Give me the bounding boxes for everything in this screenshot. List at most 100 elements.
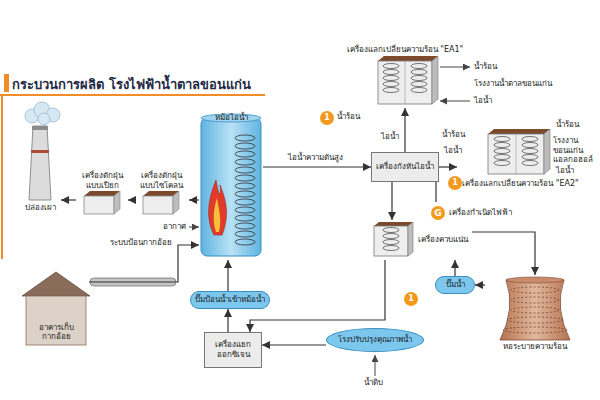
node-text: โรงปรับปรุงคุณภาพน้ำ <box>338 335 412 345</box>
exchanger-coil <box>411 76 427 81</box>
chimney <box>29 126 51 200</box>
flow-connector <box>189 199 199 200</box>
node-text: เครื่องกำเนิดไฟฟ้า <box>449 208 512 218</box>
flow-connector <box>263 166 371 167</box>
feed-pump-node: ปั๊มป้อนน้ำเข้าหม้อน้ำ <box>190 291 270 309</box>
exchanger-coil <box>383 70 399 75</box>
flow-label: ไอน้ำ <box>444 146 462 156</box>
factory-label: โรงงานขอนแก่น แอลกอฮอล์ <box>553 136 597 165</box>
exchanger-coil <box>522 161 538 166</box>
turbine-node: เครื่องกังหันไอน้ำ <box>371 152 439 182</box>
generator-node: G เครื่องกำเนิดไฟฟ้า <box>427 202 523 224</box>
flow-connector <box>435 182 436 202</box>
flow-connector <box>61 199 76 200</box>
chimney-node: ปล่องเผา <box>20 120 61 216</box>
boiler-coil <box>235 175 255 181</box>
boiler-coil <box>235 135 255 141</box>
exchanger-coil <box>411 82 427 87</box>
factory-label: โรงงานน้ำตาลขอนแก่น <box>474 79 552 89</box>
wet-scrubber <box>84 191 120 214</box>
exchanger-coil <box>522 137 538 142</box>
boiler-coil <box>235 143 255 149</box>
boiler-coil <box>235 223 255 229</box>
exchanger-coil <box>383 228 399 233</box>
node-text: เครื่องดักฝุ่น แบบไซโคลน <box>138 171 184 190</box>
flow-connector <box>475 284 485 285</box>
exchanger-coil <box>383 76 399 81</box>
flow-label: ไอน้ำความดันสูง <box>286 153 345 163</box>
condenser-unit <box>374 222 413 256</box>
flow-connector <box>250 260 385 332</box>
title-bar <box>0 74 265 259</box>
flow-label: ระบบป้อนกากอ้อย <box>108 238 174 248</box>
generator-symbol: G <box>431 206 445 220</box>
cyclone-collector <box>143 191 179 214</box>
exchanger-coil <box>522 149 538 154</box>
callout-number: 1 <box>448 176 462 190</box>
raw-water-arrow <box>375 355 376 376</box>
boiler-coil <box>235 231 255 237</box>
flow-connector <box>227 260 228 291</box>
deaerator-node: เครื่องแยก ออกซิเจน <box>204 332 262 368</box>
boiler-coil <box>235 159 255 165</box>
exchanger-coil <box>411 70 427 75</box>
node-text: หม้อไอน้ำ <box>215 113 248 123</box>
exchanger-coil <box>411 64 427 69</box>
flow-label: ไอน้ำ <box>556 166 574 176</box>
flow-connector <box>404 108 405 152</box>
node-text: เครื่องกังหันไอน้ำ <box>376 162 434 172</box>
boiler-coil <box>235 191 255 197</box>
callout-number: 1 <box>320 111 334 125</box>
node-text: เครื่องแลกเปลี่ยนความร้อน "EA2" <box>462 179 579 189</box>
exchanger-coil <box>522 155 538 160</box>
smoke-cloud <box>25 102 60 125</box>
tower-spiral <box>507 317 563 323</box>
node-text: เครื่องแลกเปลี่ยนความร้อน "EA1" <box>347 45 464 55</box>
heat-exchanger-node: เครื่องแลกเปลี่ยนความร้อน "EA1" <box>340 42 470 108</box>
cooling-tower <box>500 277 570 340</box>
exchanger-coil <box>383 240 399 245</box>
flow-connector <box>391 182 392 220</box>
boiler-vessel <box>201 114 261 256</box>
exchanger-coil <box>494 161 510 166</box>
cyclone-node: เครื่องดักฝุ่น แบบไซโคลน <box>133 168 189 216</box>
heat-exchanger-ea2 <box>488 129 550 174</box>
exchanger-coil <box>494 155 510 160</box>
flow-connector <box>262 344 326 345</box>
flow-label: น้ำร้อน <box>556 120 579 130</box>
wet-scrubber-node: เครื่องดักฝุ่น แบบเปียก <box>76 168 128 216</box>
boiler-coil <box>235 239 255 245</box>
flow-connector <box>439 166 457 167</box>
tower-spiral <box>511 297 559 303</box>
air-inlet-arrow <box>189 227 199 228</box>
exchanger-coil <box>383 246 399 251</box>
flow-connector <box>454 260 455 276</box>
water-treatment-node: โรงปรับปรุงคุณภาพน้ำ <box>326 328 424 352</box>
exchanger-coil <box>383 88 399 93</box>
exchanger-coil <box>383 64 399 69</box>
air-label: อากาศ <box>163 222 186 232</box>
exchanger-coil <box>494 143 510 148</box>
flow-label: น้ำร้อน <box>442 130 465 140</box>
flow-label: ไอน้ำ <box>474 96 492 106</box>
boiler-node: หม้อไอน้ำ <box>199 110 263 260</box>
flow-label: ไอน้ำ <box>381 132 399 142</box>
tower-spiral <box>511 287 559 293</box>
flow-connector <box>227 309 228 332</box>
callout-number: 1 <box>404 292 418 306</box>
factory-arrows <box>440 67 470 101</box>
flow-label: น้ำร้อน <box>474 62 497 72</box>
bagasse-building <box>22 272 90 345</box>
exchanger-coil <box>494 137 510 142</box>
node-text: ปล่องเผา <box>25 203 56 213</box>
node-text: อาคารเก็บ กากอ้อย <box>32 323 80 342</box>
flow-connector <box>472 232 535 275</box>
tower-spiral <box>503 327 567 333</box>
exchanger-coil <box>383 234 399 239</box>
node-text: หอระบายความร้อน <box>503 342 567 352</box>
diagram-title: กระบวนการผลิต โรงไฟฟ้าน้ำตาลขอนแก่น <box>12 74 251 95</box>
boiler-coil <box>235 183 255 189</box>
condenser-node: เครื่องควบแน่น <box>368 220 472 260</box>
